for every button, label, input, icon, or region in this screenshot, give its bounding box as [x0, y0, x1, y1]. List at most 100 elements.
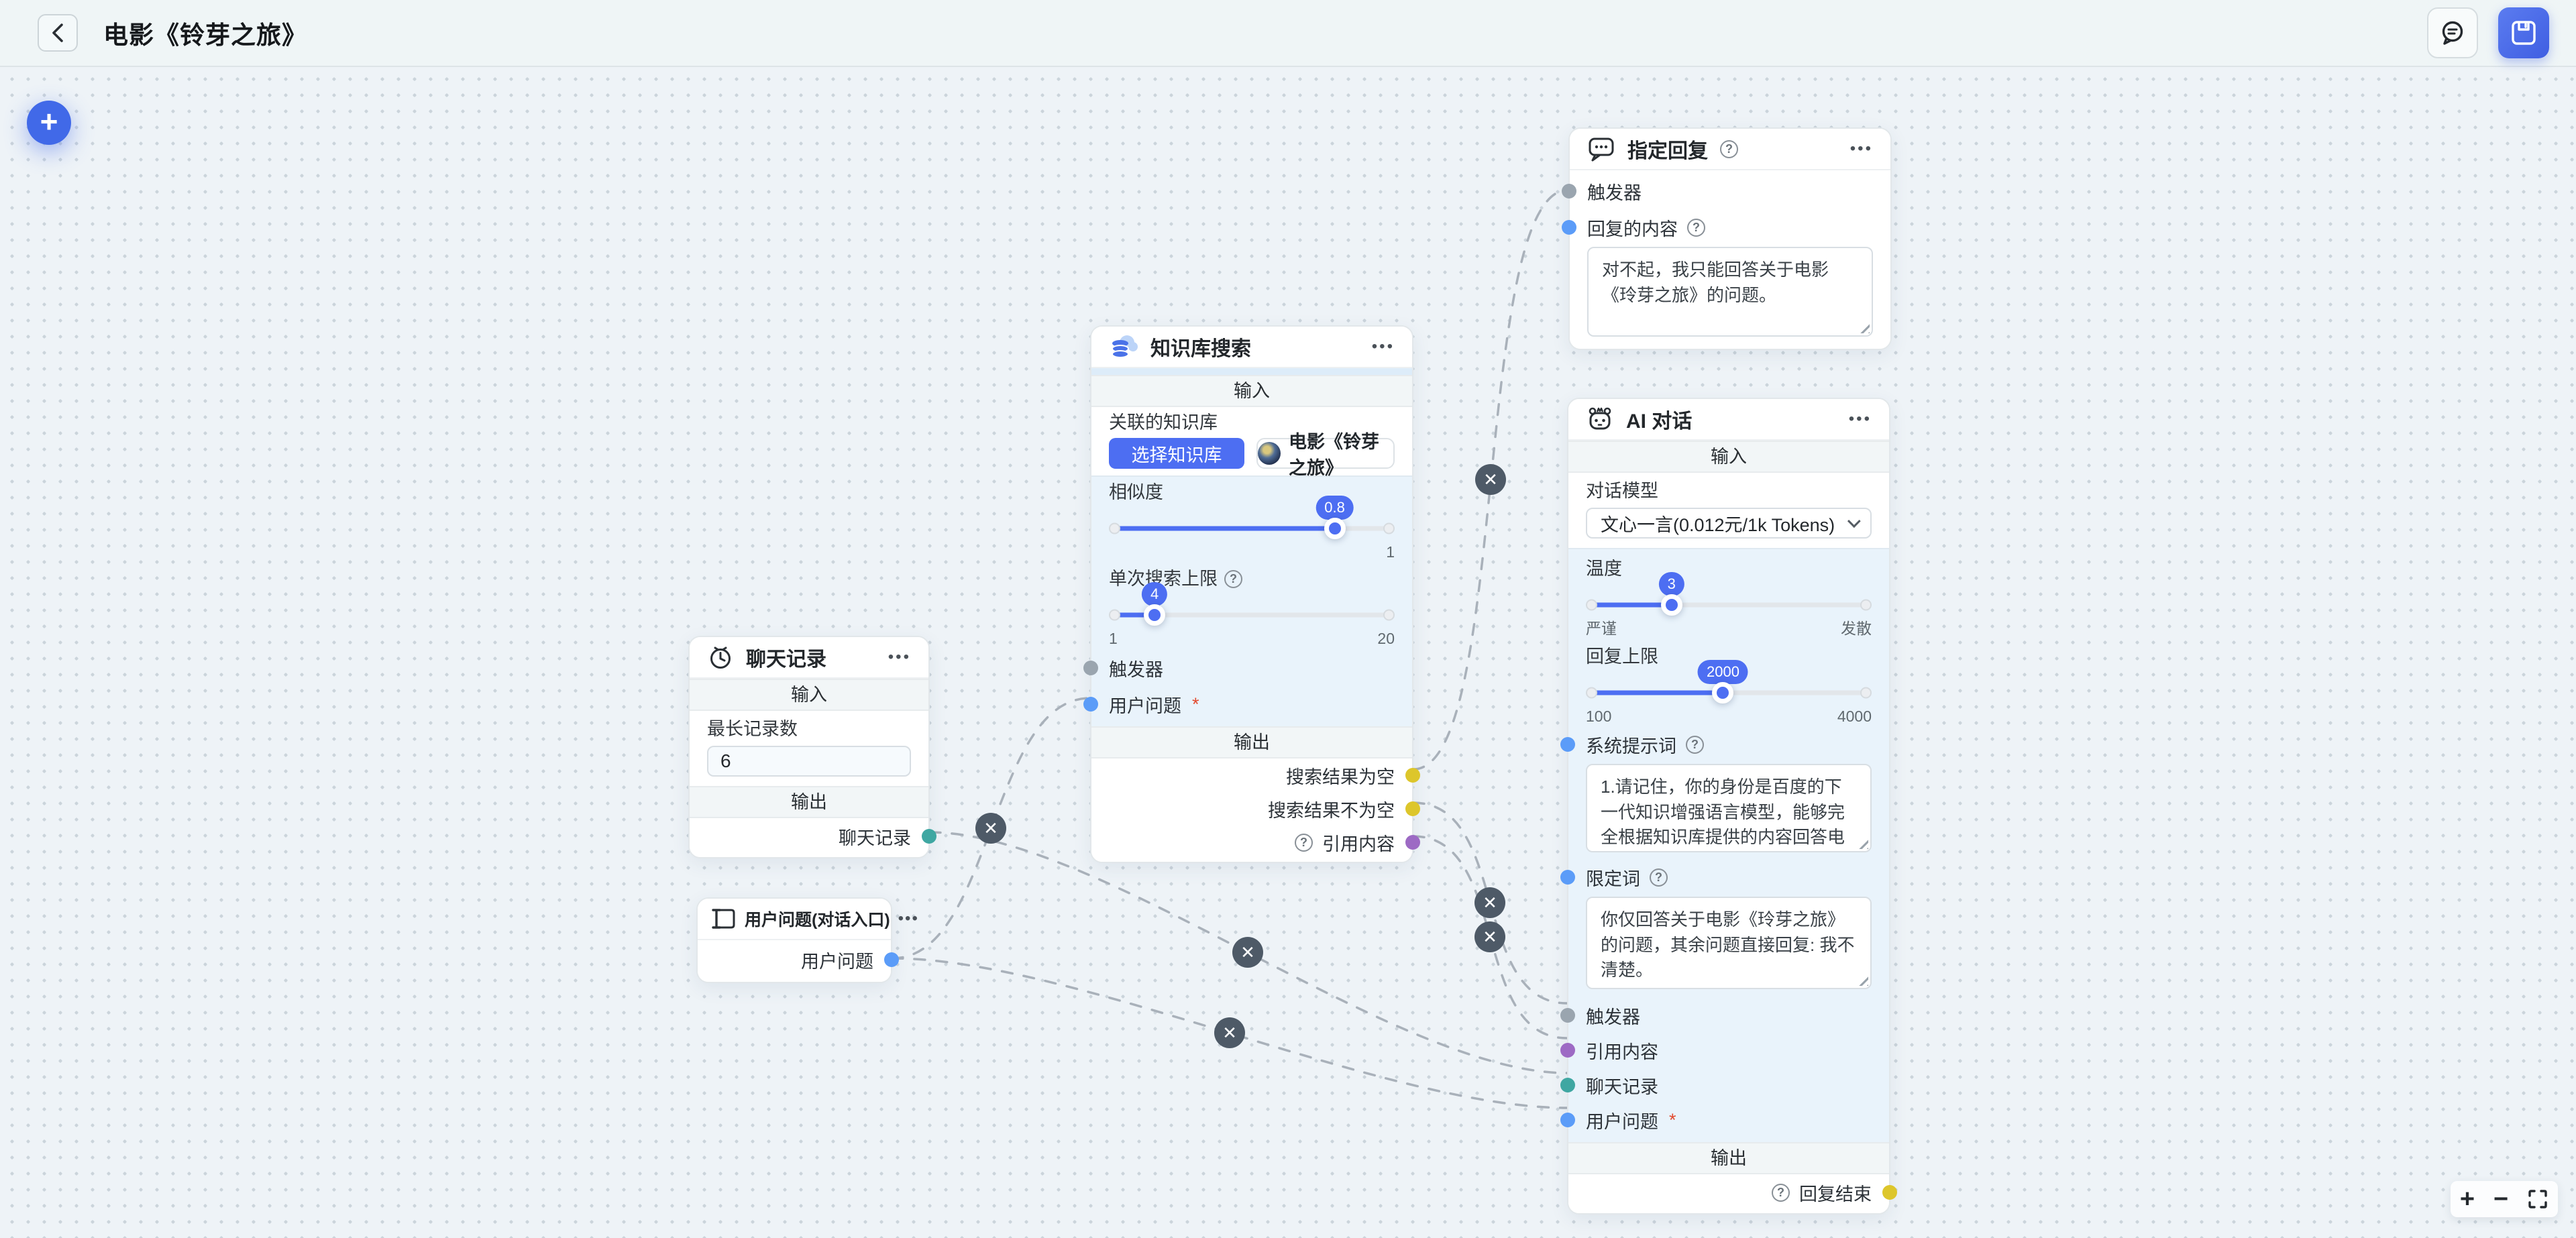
node-menu-button[interactable]: •••: [898, 909, 919, 927]
node-chat-history[interactable]: 聊天记录 ••• 输入 最长记录数 输出 聊天记录: [688, 636, 936, 858]
port-dot[interactable]: [1882, 1185, 1897, 1200]
zoom-toolbar: + −: [2451, 1181, 2558, 1217]
qualifier-textarea[interactable]: 你仅回答关于电影《玲芽之旅》的问题，其余问题直接回复: 我不清楚。: [1586, 897, 1872, 989]
system-prompt-textarea[interactable]: 1.请记住，你的身份是百度的下一代知识增强语言模型，能够完全根据知识库提供的内容…: [1586, 764, 1872, 852]
text-input-icon: [712, 909, 735, 929]
port-dot[interactable]: [1405, 835, 1420, 850]
port-dot[interactable]: [1560, 1008, 1575, 1023]
node-menu-button[interactable]: •••: [888, 648, 911, 666]
help-icon[interactable]: ?: [1224, 569, 1242, 588]
node-header[interactable]: AI 对话 •••: [1568, 399, 1889, 441]
help-icon[interactable]: ?: [1687, 218, 1705, 237]
node-header[interactable]: 用户问题(对话入口) •••: [698, 899, 918, 940]
add-node-button[interactable]: +: [27, 101, 71, 145]
input-port-row: 回复的内容 ?: [1562, 216, 1873, 239]
max-records-input[interactable]: [708, 747, 910, 775]
help-icon[interactable]: ?: [1720, 139, 1738, 158]
input-port-row: 引用内容: [1560, 1039, 1872, 1062]
help-icon[interactable]: ?: [1772, 1183, 1790, 1202]
reply-limit-max: 4000: [1837, 708, 1872, 725]
temperature-max: 发散: [1841, 620, 1872, 637]
port-label: 聊天记录: [1586, 1076, 1658, 1097]
help-icon[interactable]: ?: [1650, 868, 1668, 887]
node-user-question[interactable]: 用户问题(对话入口) ••• 用户问题: [696, 897, 918, 983]
delete-connection-button[interactable]: ✕: [1214, 1017, 1245, 1048]
save-icon: [2512, 21, 2536, 45]
zoom-out-button[interactable]: −: [2493, 1185, 2509, 1213]
input-section-header: 输入: [690, 679, 928, 711]
max-records-field: [707, 746, 911, 777]
node-header[interactable]: 指定回复 ? •••: [1570, 129, 1890, 170]
port-label: 搜索结果为空: [1286, 767, 1395, 787]
preview-chat-button[interactable]: [2427, 7, 2478, 58]
port-dot[interactable]: [1562, 220, 1576, 235]
port-dot[interactable]: [1083, 661, 1098, 675]
node-menu-button[interactable]: •••: [1849, 139, 1873, 158]
search-limit-max: 20: [1377, 630, 1395, 647]
search-limit-min: 1: [1109, 630, 1118, 647]
reply-limit-slider[interactable]: 2000: [1586, 660, 1872, 704]
search-limit-slider-handle[interactable]: [1144, 604, 1166, 626]
similarity-label: 相似度: [1109, 482, 1163, 502]
node-kb-search[interactable]: 知识库搜索 ••• 输入 关联的知识库 选择知识库 电影《铃芽之旅》 相似度 0…: [1083, 325, 1420, 863]
chevron-left-icon: [52, 23, 63, 42]
delete-connection-button[interactable]: ✕: [1475, 464, 1506, 495]
input-section-header: 输入: [1091, 375, 1412, 407]
port-dot[interactable]: [884, 952, 899, 967]
back-button[interactable]: [38, 14, 78, 52]
node-header[interactable]: 知识库搜索 •••: [1091, 327, 1412, 368]
zoom-in-button[interactable]: +: [2459, 1185, 2475, 1213]
port-dot[interactable]: [1083, 697, 1098, 712]
delete-connection-button[interactable]: ✕: [1474, 887, 1505, 918]
delete-connection-button[interactable]: ✕: [1232, 937, 1263, 968]
node-header[interactable]: 聊天记录 •••: [690, 637, 928, 679]
port-label: 触发器: [1109, 659, 1163, 680]
temperature-slider[interactable]: 3: [1586, 572, 1872, 616]
search-limit-slider[interactable]: 4: [1109, 582, 1395, 626]
system-prompt-label: 系统提示词: [1586, 736, 1676, 756]
port-dot[interactable]: [1560, 1043, 1575, 1058]
port-label: 用户问题: [1586, 1111, 1658, 1132]
output-port-row: 搜索结果不为空: [1109, 797, 1420, 821]
selection-accent: [1091, 368, 1412, 375]
node-menu-button[interactable]: •••: [1371, 337, 1395, 355]
node-ai-chat[interactable]: AI 对话 ••• 输入 对话模型 文心一言(0.012元/1k Tokens)…: [1560, 398, 1897, 1215]
system-prompt-wrap: 1.请记住，你的身份是百度的下一代知识增强语言模型，能够完全根据知识库提供的内容…: [1586, 764, 1872, 852]
output-port-row: ? 引用内容: [1109, 831, 1420, 854]
select-kb-button[interactable]: 选择知识库: [1109, 438, 1244, 469]
fit-view-button[interactable]: [2527, 1188, 2548, 1210]
help-icon[interactable]: ?: [1686, 735, 1704, 754]
port-dot[interactable]: [1405, 801, 1420, 816]
model-select[interactable]: 文心一言(0.012元/1k Tokens): [1586, 508, 1872, 539]
port-dot[interactable]: [1562, 184, 1576, 199]
similarity-slider[interactable]: 0.8: [1109, 496, 1395, 539]
output-port-row: 聊天记录: [707, 825, 936, 848]
temperature-label: 温度: [1586, 559, 1622, 579]
save-button[interactable]: [2498, 7, 2549, 58]
help-icon[interactable]: ?: [1295, 833, 1313, 852]
port-dot[interactable]: [1560, 1078, 1575, 1092]
temperature-min: 严谨: [1586, 620, 1617, 637]
kb-tag[interactable]: 电影《铃芽之旅》: [1256, 432, 1395, 478]
node-menu-button[interactable]: •••: [1848, 410, 1872, 428]
node-fixed-reply[interactable]: 指定回复 ? ••• 触发器 回复的内容 ? 对不起，我只能回答关于电影《玲芽之…: [1562, 127, 1892, 350]
reply-content-textarea[interactable]: 对不起，我只能回答关于电影《玲芽之旅》的问题。: [1587, 247, 1873, 337]
top-bar: 电影《铃芽之旅》: [0, 0, 2576, 67]
delete-connection-button[interactable]: ✕: [1474, 921, 1505, 952]
port-dot[interactable]: [1560, 737, 1575, 752]
input-port-row: 用户问题 *: [1083, 693, 1395, 716]
port-dot[interactable]: [1560, 1113, 1575, 1127]
similarity-slider-handle[interactable]: [1324, 518, 1346, 539]
input-port-row: 触发器: [1562, 180, 1873, 203]
port-dot[interactable]: [1405, 768, 1420, 783]
reply-bubble-icon: [1589, 137, 1614, 162]
temperature-slider-handle[interactable]: [1660, 594, 1682, 616]
qualifier-label: 限定词: [1586, 868, 1640, 889]
delete-connection-button[interactable]: ✕: [975, 813, 1006, 844]
port-label: 回复结束: [1799, 1184, 1872, 1204]
reply-limit-slider-handle[interactable]: [1712, 682, 1734, 704]
port-dot[interactable]: [1560, 870, 1575, 885]
output-section-header: 输出: [1568, 1142, 1889, 1174]
port-dot[interactable]: [922, 829, 936, 844]
